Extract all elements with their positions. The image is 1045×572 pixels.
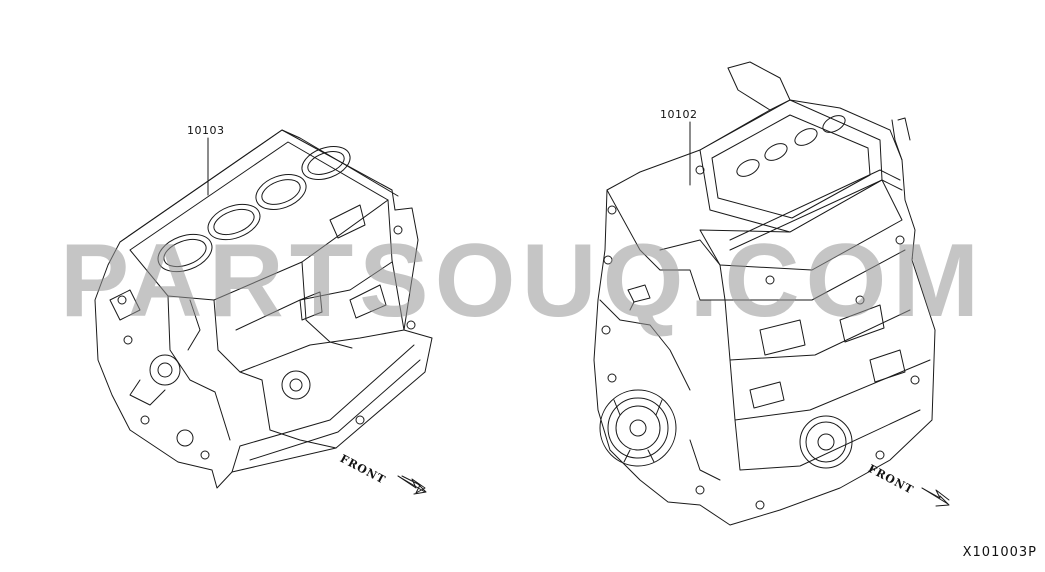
part-label-short-block: 10103 xyxy=(187,124,225,137)
long-block-drawing xyxy=(593,61,936,526)
part-label-long-block: 10102 xyxy=(660,108,698,121)
short-block-drawing xyxy=(94,129,433,489)
front-arrow-left-icon xyxy=(397,475,427,495)
diagram-code: X101003P xyxy=(962,545,1037,560)
front-arrow-right-icon xyxy=(921,487,950,507)
